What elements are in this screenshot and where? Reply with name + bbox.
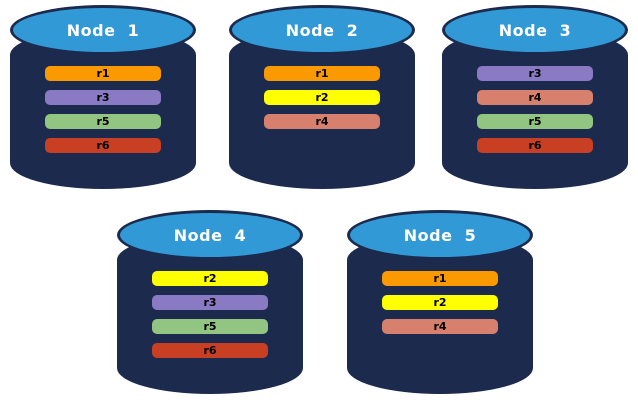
database-cylinder-top: Node 2 bbox=[229, 5, 415, 55]
replica-bar-r2: r2 bbox=[264, 90, 380, 105]
replica-label: r3 bbox=[96, 91, 110, 104]
replica-label: r6 bbox=[528, 139, 542, 152]
replica-label: r3 bbox=[203, 296, 217, 309]
replica-label: r5 bbox=[528, 115, 542, 128]
replica-list: r3 r4 r5 r6 bbox=[442, 66, 628, 153]
replica-label: r1 bbox=[315, 67, 329, 80]
node-title: Node 3 bbox=[498, 21, 572, 40]
replica-bar-r1: r1 bbox=[264, 66, 380, 81]
database-cylinder-top: Node 5 bbox=[347, 210, 533, 260]
replica-label: r5 bbox=[96, 115, 110, 128]
replica-label: r6 bbox=[96, 139, 110, 152]
replica-list: r1 r3 r5 r6 bbox=[10, 66, 196, 153]
replica-label: r3 bbox=[528, 67, 542, 80]
replica-bar-r5: r5 bbox=[477, 114, 593, 129]
node-3: Node 3 r3 r4 r5 r6 bbox=[442, 5, 628, 189]
replica-label: r1 bbox=[433, 272, 447, 285]
replica-bar-r4: r4 bbox=[477, 90, 593, 105]
replica-list: r2 r3 r5 r6 bbox=[117, 271, 303, 358]
database-cylinder-top: Node 4 bbox=[117, 210, 303, 260]
node-title: Node 4 bbox=[173, 226, 247, 245]
database-cylinder-body bbox=[347, 234, 533, 394]
replica-bar-r5: r5 bbox=[152, 319, 268, 334]
replica-label: r5 bbox=[203, 320, 217, 333]
replica-label: r4 bbox=[315, 115, 329, 128]
replica-bar-r6: r6 bbox=[45, 138, 161, 153]
replica-bar-r6: r6 bbox=[477, 138, 593, 153]
node-title: Node 2 bbox=[285, 21, 359, 40]
replica-bar-r5: r5 bbox=[45, 114, 161, 129]
replica-label: r4 bbox=[528, 91, 542, 104]
replica-bar-r1: r1 bbox=[382, 271, 498, 286]
node-5: Node 5 r1 r2 r4 bbox=[347, 210, 533, 394]
replica-bar-r3: r3 bbox=[45, 90, 161, 105]
replica-label: r4 bbox=[433, 320, 447, 333]
replica-label: r2 bbox=[315, 91, 329, 104]
replica-bar-r4: r4 bbox=[264, 114, 380, 129]
replica-label: r1 bbox=[96, 67, 110, 80]
database-cylinder-body bbox=[442, 29, 628, 189]
replica-list: r1 r2 r4 bbox=[347, 271, 533, 334]
replica-list: r1 r2 r4 bbox=[229, 66, 415, 129]
replica-bar-r2: r2 bbox=[382, 295, 498, 310]
replica-label: r6 bbox=[203, 344, 217, 357]
database-cylinder-body bbox=[229, 29, 415, 189]
database-cylinder-body bbox=[10, 29, 196, 189]
replica-bar-r3: r3 bbox=[152, 295, 268, 310]
replica-bar-r3: r3 bbox=[477, 66, 593, 81]
node-title: Node 5 bbox=[403, 226, 477, 245]
node-4: Node 4 r2 r3 r5 r6 bbox=[117, 210, 303, 394]
replica-bar-r6: r6 bbox=[152, 343, 268, 358]
replica-bar-r2: r2 bbox=[152, 271, 268, 286]
replica-label: r2 bbox=[203, 272, 217, 285]
database-cylinder-top: Node 3 bbox=[442, 5, 628, 55]
replica-bar-r1: r1 bbox=[45, 66, 161, 81]
database-cylinder-top: Node 1 bbox=[10, 5, 196, 55]
node-2: Node 2 r1 r2 r4 bbox=[229, 5, 415, 189]
database-cylinder-body bbox=[117, 234, 303, 394]
node-title: Node 1 bbox=[66, 21, 140, 40]
replica-label: r2 bbox=[433, 296, 447, 309]
node-1: Node 1 r1 r3 r5 r6 bbox=[10, 5, 196, 189]
replica-bar-r4: r4 bbox=[382, 319, 498, 334]
